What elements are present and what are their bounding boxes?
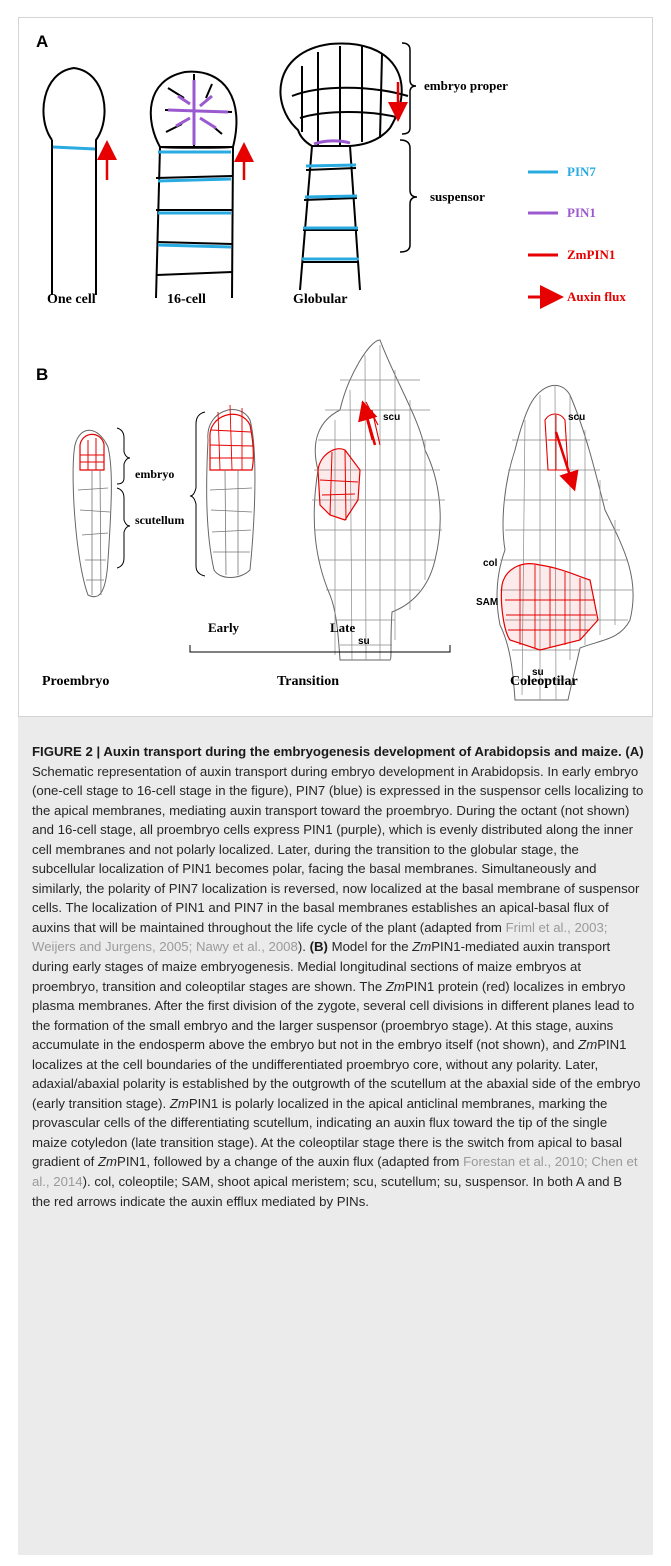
stage-transition: Transition xyxy=(277,674,339,689)
transition-bracket xyxy=(190,645,450,652)
legend-auxin-flux-label: Auxin flux xyxy=(567,289,626,304)
early-transition-brace xyxy=(190,412,205,576)
proembryo-scutellum-brace xyxy=(117,488,130,568)
proembryo-drawing xyxy=(73,430,111,597)
stage-16-cell: 16-cell xyxy=(167,292,206,307)
suspensor-brace xyxy=(400,140,417,252)
late-transition-drawing xyxy=(312,340,445,660)
legend-pin7-label: PIN7 xyxy=(567,164,596,179)
substage-late: Late xyxy=(330,620,356,635)
legend-zmpin1-label: ZmPIN1 xyxy=(567,247,615,262)
panel-b-label: B xyxy=(36,365,48,384)
one-cell-pin7 xyxy=(53,147,95,149)
one-cell-embryo xyxy=(43,68,104,295)
legend-pin1-label: PIN1 xyxy=(567,205,596,220)
caption-b-7: ). col, coleoptile; SAM, shoot apical me… xyxy=(32,1174,622,1209)
16-cell-pin1 xyxy=(168,80,228,145)
stage-one-cell: One cell xyxy=(47,292,96,307)
caption-b-marker: (B) xyxy=(310,939,328,954)
figure-caption: FIGURE 2 | Auxin transport during the em… xyxy=(32,742,644,1211)
proembryo-embryo-brace xyxy=(117,428,130,484)
globular-pin7 xyxy=(302,165,359,259)
late-su-label: su xyxy=(358,636,370,647)
coleoptilar-sam-label: SAM xyxy=(476,597,498,608)
stage-proembryo: Proembryo xyxy=(42,674,109,689)
coleoptilar-col-label: col xyxy=(483,558,498,569)
figure-illustration: A xyxy=(0,0,671,730)
coleoptilar-scu-label: scu xyxy=(568,412,585,423)
caption-zm-4: Zm xyxy=(170,1096,189,1111)
caption-zm-2: Zm xyxy=(386,979,405,994)
substage-early: Early xyxy=(208,620,240,635)
caption-title: FIGURE 2 | Auxin transport during the em… xyxy=(32,744,622,759)
proembryo-embryo-label: embryo xyxy=(135,467,174,481)
stage-globular: Globular xyxy=(293,292,347,307)
caption-zm-5: Zm xyxy=(98,1154,117,1169)
embryo-proper-label: embryo proper xyxy=(424,78,508,93)
suspensor-label: suspensor xyxy=(430,189,485,204)
16-cell-pin7 xyxy=(158,152,231,247)
caption-zm-1: Zm xyxy=(412,939,431,954)
proembryo-scutellum-label: scutellum xyxy=(135,513,184,527)
early-transition-drawing xyxy=(207,405,255,578)
caption-zm-3: Zm xyxy=(578,1037,597,1052)
caption-a-end: ). xyxy=(298,939,306,954)
late-scu-label: scu xyxy=(383,412,400,423)
caption-a-text: Schematic representation of auxin transp… xyxy=(32,764,643,935)
caption-a-marker: (A) xyxy=(625,744,643,759)
panel-a-label: A xyxy=(36,32,48,51)
embryo-proper-brace xyxy=(402,43,416,134)
caption-b-6: PIN1, followed by a change of the auxin … xyxy=(117,1154,459,1169)
caption-b-1: Model for the xyxy=(332,939,409,954)
coleoptilar-drawing xyxy=(497,385,633,700)
globular-pin1 xyxy=(314,141,350,144)
stage-coleoptilar: Coleoptilar xyxy=(510,674,578,689)
